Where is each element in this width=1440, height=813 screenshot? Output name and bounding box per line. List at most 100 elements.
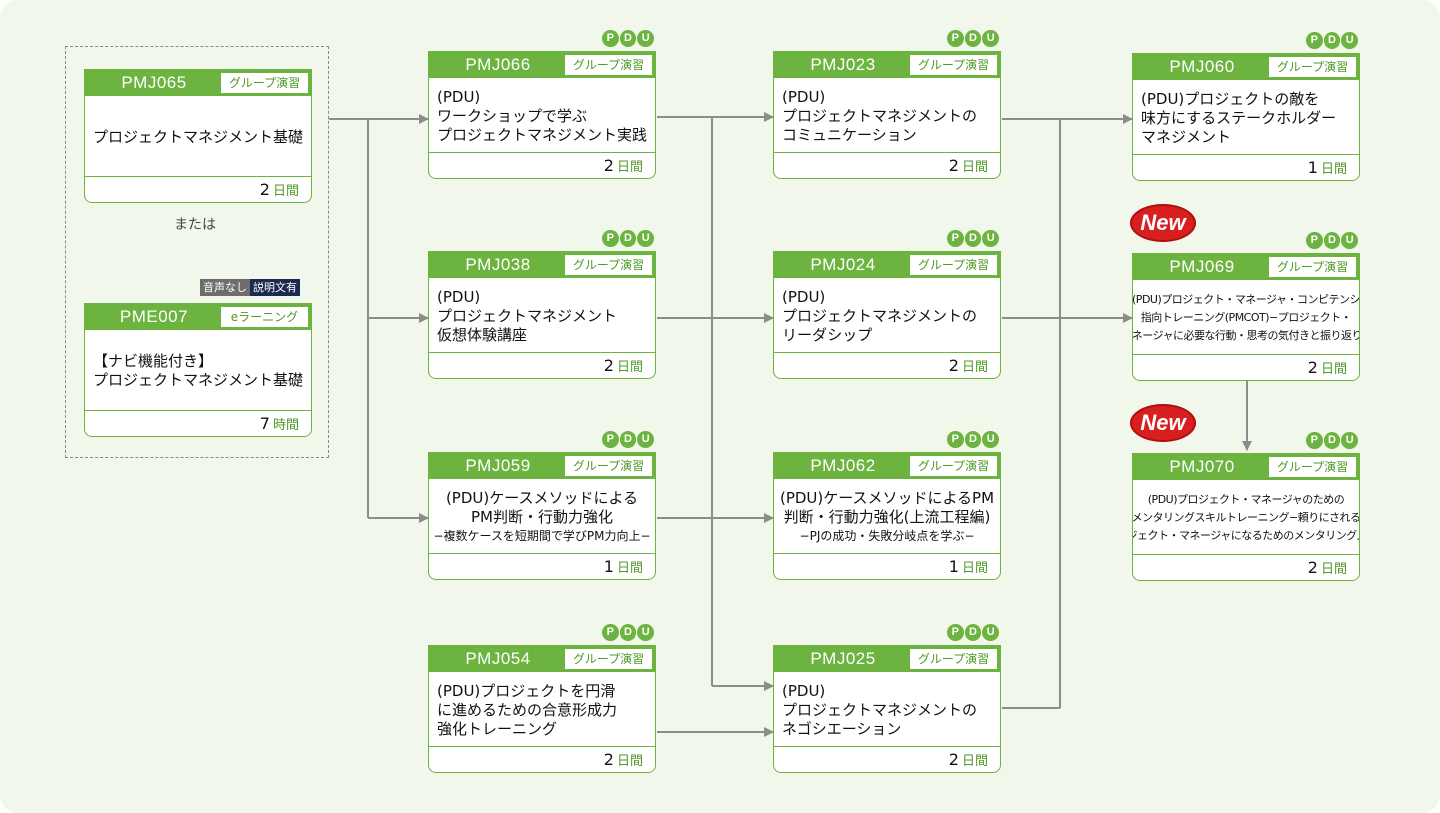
duration-value: 1 [1307, 158, 1318, 177]
course-type-label: グループ演習 [910, 649, 997, 669]
duration-unit: 日間 [616, 561, 643, 576]
course-title-line: プロジェクト・マネージャになるためのメンタリング入門− [1133, 529, 1359, 542]
course-title: (PDU)プロジェクトを円滑に進めるための合意形成力強化トレーニング [429, 672, 655, 748]
course-title: (PDU)プロジェクト・マネージャ・コンピテンシ指向トレーニング(PMCOT)−… [1133, 280, 1359, 356]
course-title-line: ワークショップで学ぶ [437, 106, 588, 125]
pdu-letter: U [637, 230, 655, 247]
connector-pmj065-trunk [329, 118, 369, 518]
pdu-letter: P [602, 230, 619, 247]
course-type-label: グループ演習 [565, 649, 652, 669]
pdu-letter: D [964, 30, 982, 47]
course-title-line: 指向トレーニング(PMCOT)−プロジェクト・ [1140, 311, 1352, 324]
duration-value: 2 [603, 156, 614, 175]
connector-column3-trunk [1002, 118, 1061, 709]
connector-column2-trunk [657, 116, 713, 686]
pdu-letter: U [982, 230, 1000, 247]
course-title-line: 判断・行動力強化(上流工程編) [783, 507, 991, 526]
course-code: PMJ070 [1169, 457, 1235, 476]
duration-value: 2 [259, 180, 270, 199]
course-title-line: (PDU) [782, 681, 826, 700]
course-code: PMJ054 [465, 649, 531, 668]
audio-tags: 音声なし 説明文有 [200, 279, 300, 296]
course-code: PME007 [119, 307, 189, 326]
pdu-letter: U [1341, 232, 1359, 249]
course-title-line: (PDU)プロジェクト・マネージャ・コンピテンシ [1132, 293, 1360, 306]
pdu-letter: U [982, 431, 1000, 448]
pdu-letter: P [1306, 32, 1323, 49]
course-code: PMJ062 [810, 456, 876, 475]
pdu-letter: P [947, 431, 964, 448]
course-type-label: グループ演習 [565, 55, 652, 75]
course-title-line: (PDU) [782, 287, 826, 306]
duration-value: 2 [948, 156, 959, 175]
course-title-line: プロジェクトマネジメント [437, 306, 618, 325]
course-title-line: 【ナビ機能付き】 [93, 352, 214, 370]
course-title-line: メンタリングスキルトレーニング−頼りにされる [1132, 511, 1360, 524]
duration-value: 2 [603, 356, 614, 375]
course-title-line: プロジェクトマネジメントの [782, 306, 978, 325]
course-card-header: PMJ066 グループ演習 [429, 52, 655, 78]
course-card-pmj054[interactable]: PMJ054 グループ演習 (PDU)プロジェクトを円滑に進めるための合意形成力強化… [428, 645, 656, 773]
course-title-line: プロジェクトマネジメント基礎 [93, 371, 304, 389]
course-type-label: グループ演習 [910, 456, 997, 476]
pdu-letter: D [964, 431, 982, 448]
duration-unit: 日間 [961, 360, 988, 375]
course-title: (PDU)プロジェクトマネジメントのリーダシップ [774, 278, 1000, 354]
course-title-line: (PDU)ケースメソッドによる [445, 488, 639, 507]
pdu-letter: U [982, 30, 1000, 47]
course-type-label: eラーニング [221, 307, 308, 327]
new-badge-pmj069: New [1130, 204, 1196, 242]
pdu-letter: U [637, 624, 655, 641]
pdu-letter: D [619, 624, 637, 641]
course-title-line: (PDU) [437, 287, 481, 306]
course-title-line: プロジェクトマネジメントの [782, 106, 978, 125]
course-title-line: (PDU)プロジェクトを円滑 [437, 681, 616, 700]
course-title-line: プロジェクトマネジメントの [782, 700, 978, 719]
pdu-letter: P [947, 230, 964, 247]
pdu-letter: D [1323, 432, 1341, 449]
duration-value: 2 [603, 750, 614, 769]
pdu-letter: U [637, 30, 655, 47]
course-title-line: (PDU)ケースメソッドによるPM [779, 488, 995, 507]
course-type-label: グループ演習 [565, 255, 652, 275]
duration-unit: 日間 [961, 160, 988, 175]
course-type-label: グループ演習 [1269, 257, 1356, 277]
course-code: PMJ066 [465, 55, 531, 74]
course-title-line: プロジェクトマネジメント実践 [437, 125, 648, 144]
duration-unit: 日間 [961, 754, 988, 769]
course-title-line: PM判断・行動力強化 [471, 507, 613, 526]
